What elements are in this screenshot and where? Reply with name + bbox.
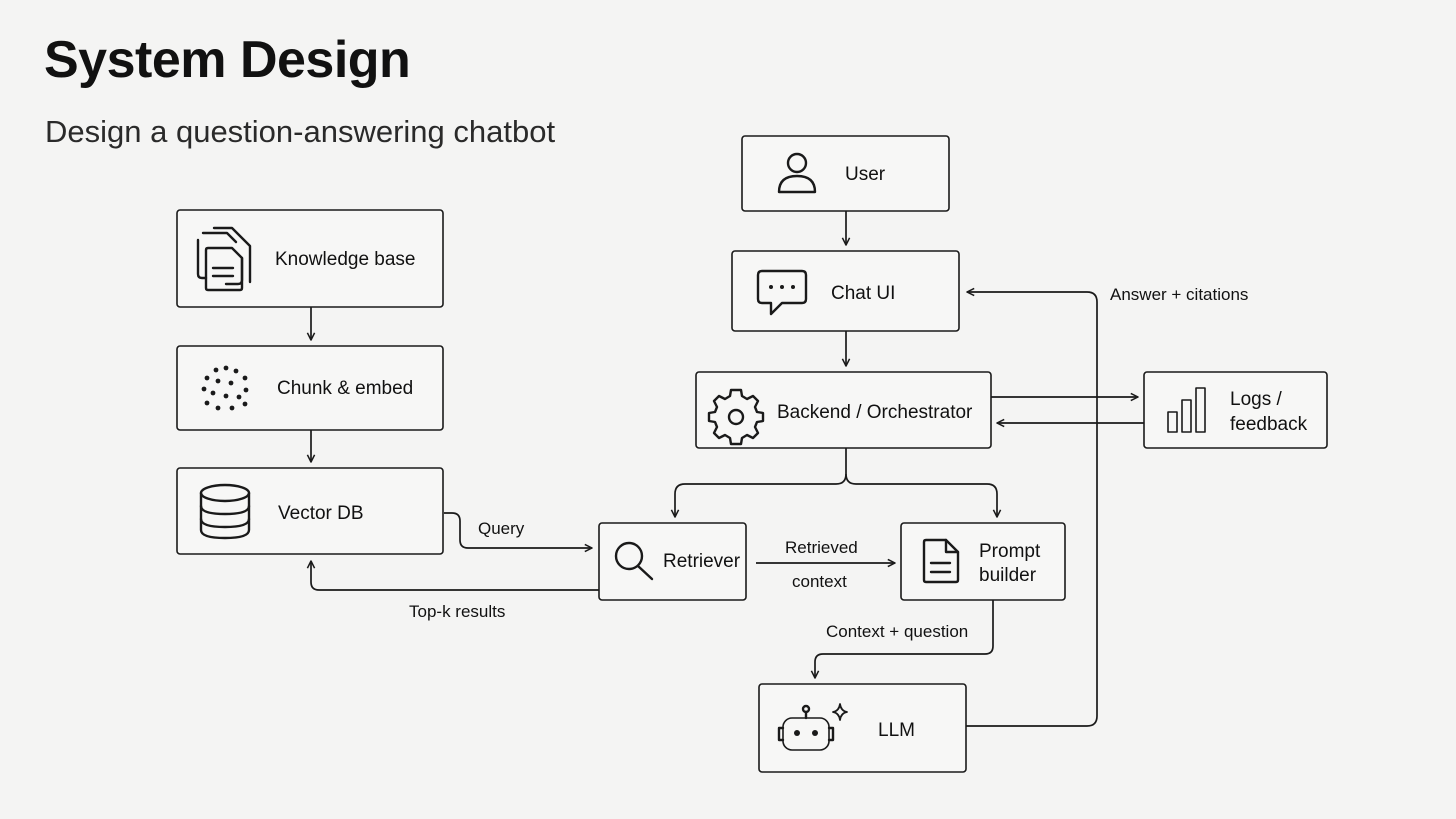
node-label-prompt-1: Prompt: [979, 541, 1041, 562]
dots-cluster-icon: [201, 365, 249, 411]
node-logs: Logs / feedback: [1143, 371, 1328, 449]
node-label-user: User: [845, 164, 886, 185]
edge-vectordb-retriever: [444, 512, 593, 553]
node-label-prompt-2: builder: [979, 565, 1037, 586]
node-label-retriever: Retriever: [663, 551, 741, 572]
edge-label-answer-citations: Answer + citations: [1110, 285, 1248, 304]
node-backend: Backend / Orchestrator: [695, 371, 992, 449]
node-retriever: Retriever: [598, 522, 747, 601]
node-llm: LLM: [758, 683, 967, 773]
edge-label-top-k: Top-k results: [409, 602, 505, 621]
edge-prompt-llm: [810, 600, 994, 679]
edge-label-context: context: [792, 572, 847, 591]
document-icon: [922, 538, 960, 584]
documents-icon: [196, 226, 252, 292]
node-label-backend: Backend / Orchestrator: [777, 402, 973, 423]
edges: [306, 211, 1144, 727]
node-prompt-builder: Prompt builder: [900, 522, 1066, 601]
node-label-chat-ui: Chat UI: [831, 283, 895, 304]
node-chunk-embed: Chunk & embed: [176, 345, 444, 431]
database-icon: [199, 483, 251, 540]
edge-backend-retriever: [670, 448, 847, 518]
node-label-knowledge-base: Knowledge base: [275, 249, 416, 270]
node-user: User: [741, 135, 950, 212]
gear-icon: [707, 388, 765, 446]
edge-llm-chatui: [966, 287, 1098, 727]
page-subtitle: Design a question-answering chatbot: [45, 114, 556, 149]
node-vector-db: Vector DB: [176, 467, 444, 555]
chat-bubble-icon: [756, 269, 808, 316]
edge-label-retrieved: Retrieved: [785, 538, 858, 557]
node-label-chunk-embed: Chunk & embed: [277, 378, 413, 399]
edge-label-query: Query: [478, 519, 525, 538]
edge-label-context-question: Context + question: [826, 622, 968, 641]
bar-chart-icon: [1167, 387, 1206, 433]
node-label-llm: LLM: [878, 720, 915, 741]
edge-backend-prompt: [845, 473, 1002, 518]
edge-retriever-vectordb: [306, 560, 599, 591]
user-icon: [777, 152, 817, 194]
node-chat-ui: Chat UI: [731, 250, 960, 332]
node-knowledge-base: Knowledge base: [176, 209, 444, 308]
robot-icon: [777, 703, 848, 751]
node-label-logs-2: feedback: [1230, 414, 1308, 435]
node-label-logs-1: Logs /: [1230, 389, 1282, 410]
node-label-vector-db: Vector DB: [278, 503, 364, 524]
search-icon: [614, 541, 654, 581]
page-title: System Design: [44, 31, 411, 89]
